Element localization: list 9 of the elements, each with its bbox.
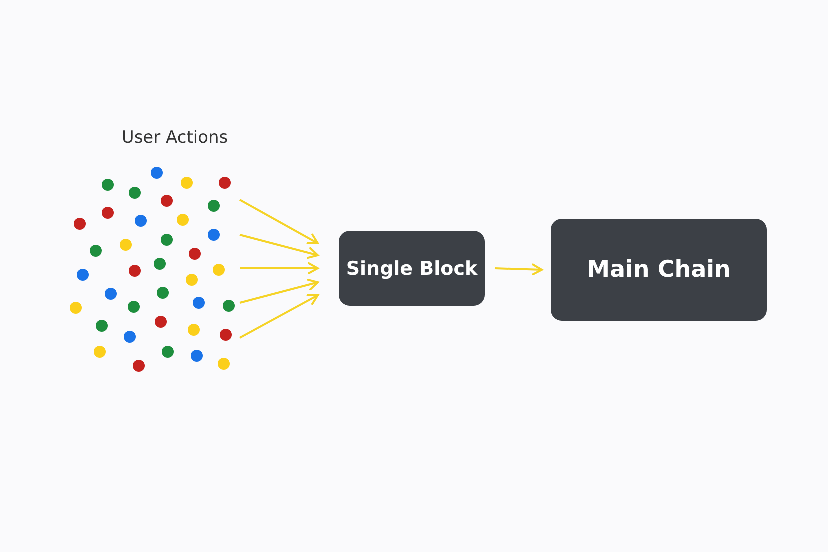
arrow: [240, 294, 319, 339]
arrow: [240, 278, 319, 304]
arrow: [240, 234, 319, 260]
arrow: [494, 264, 543, 276]
process-box: Single Block: [339, 231, 485, 306]
arrow: [240, 199, 319, 244]
process-box: Main Chain: [551, 219, 767, 321]
group-heading: User Actions: [120, 128, 230, 148]
arrow: [240, 262, 319, 274]
